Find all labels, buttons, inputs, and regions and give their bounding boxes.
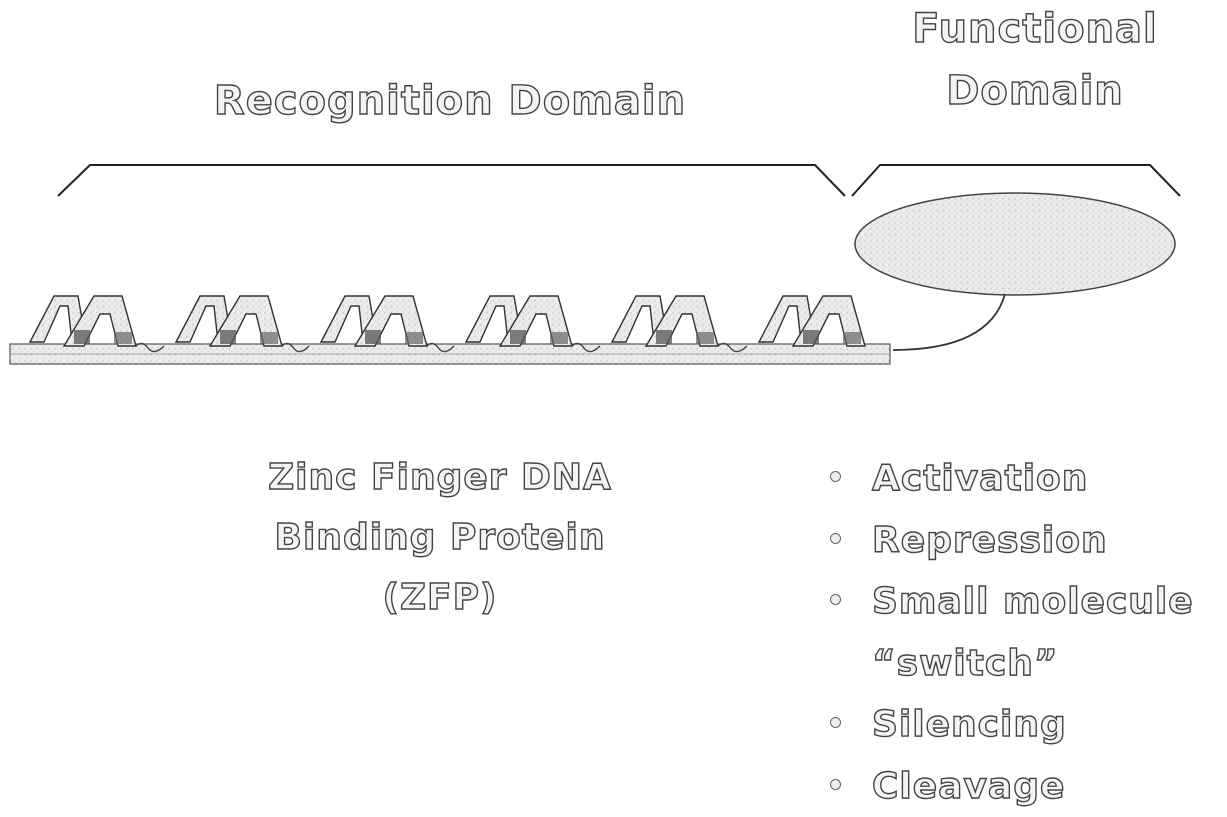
bullet-icon xyxy=(830,471,841,482)
functional-domain-linker xyxy=(893,294,1005,350)
zinc-finger-motif xyxy=(759,296,865,346)
function-label: Silencing xyxy=(872,704,1067,745)
zfp-label-line1: Zinc Finger DNA xyxy=(190,448,690,508)
function-item: Repression xyxy=(828,510,1194,572)
function-item: Small molecule xyxy=(828,571,1194,633)
function-item: Activation xyxy=(828,448,1194,510)
zinc-finger-motif xyxy=(30,296,164,352)
functional-domain-ellipse xyxy=(855,193,1175,295)
functions-list: Activation Repression Small molecule “sw… xyxy=(828,448,1194,817)
recognition-domain-bracket xyxy=(58,165,845,196)
function-item: Silencing xyxy=(828,694,1194,756)
zfp-label: Zinc Finger DNA Binding Protein (ZFP) xyxy=(190,448,690,628)
function-label: Small molecule xyxy=(872,581,1194,622)
function-label: Repression xyxy=(872,520,1108,561)
zinc-finger-motif xyxy=(176,296,309,352)
zinc-finger-motif xyxy=(321,296,454,352)
bullet-icon xyxy=(830,779,841,790)
zinc-fingers xyxy=(30,296,865,352)
bullet-icon xyxy=(830,594,841,605)
zinc-finger-motif xyxy=(466,296,600,352)
zfp-label-line2: Binding Protein xyxy=(190,508,690,568)
function-label: Activation xyxy=(872,458,1088,499)
bullet-icon xyxy=(830,717,841,728)
function-label: Cleavage xyxy=(872,766,1065,807)
bullet-icon xyxy=(830,533,841,544)
zinc-finger-motif xyxy=(612,296,747,352)
functional-domain-bracket xyxy=(852,165,1180,196)
zfp-label-line3: (ZFP) xyxy=(190,568,690,628)
function-label: “switch” xyxy=(872,643,1059,684)
function-item: Cleavage xyxy=(828,756,1194,817)
function-item-continuation: “switch” xyxy=(828,633,1194,695)
